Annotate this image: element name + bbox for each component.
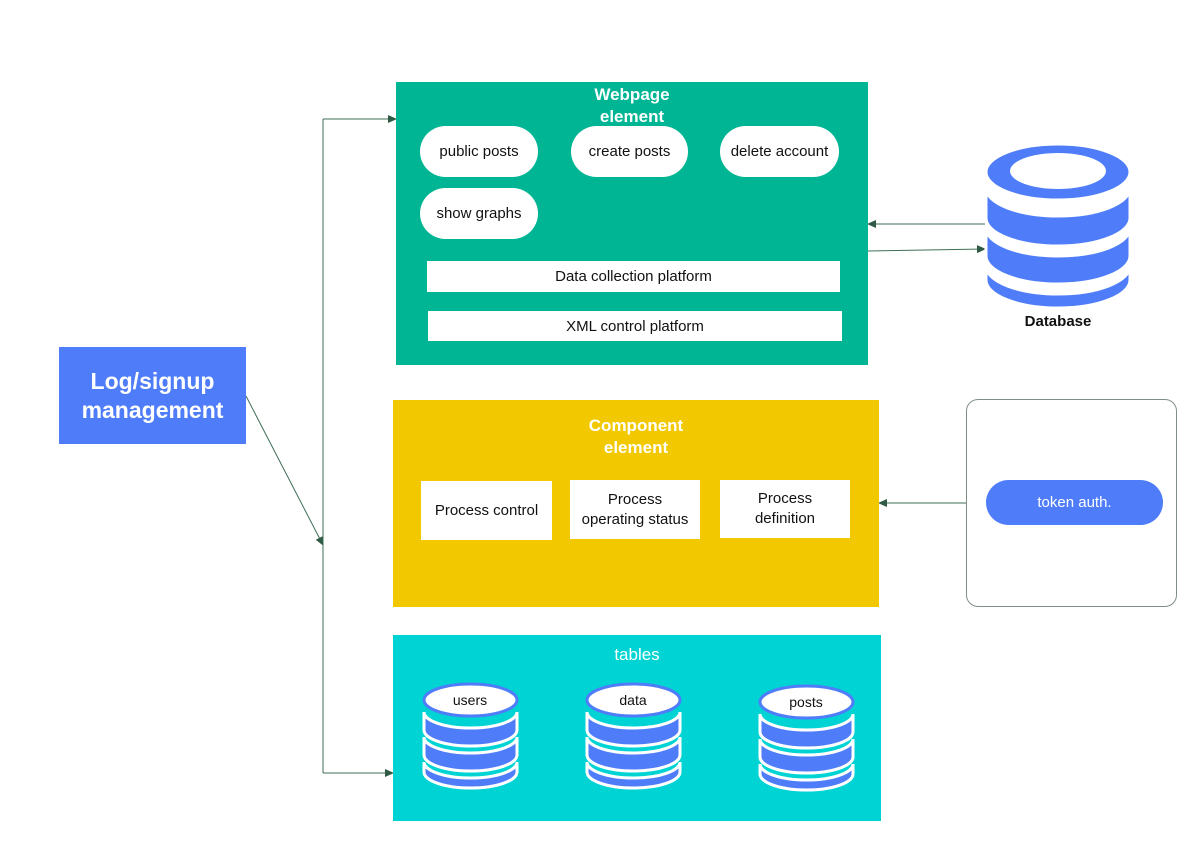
process-definition-card: Process definition (720, 480, 850, 538)
tables-title: tables (614, 645, 660, 664)
webpage-element-title: Webpage element (594, 85, 670, 126)
data-table-label: data (619, 692, 647, 708)
database-label: Database (1024, 313, 1092, 330)
component-element-panel: Component element Process control Proces… (393, 400, 879, 607)
webpage-element-panel: Webpage element public posts create post… (396, 82, 868, 365)
webpage-to-database-arrow (867, 245, 986, 254)
data-table-icon (585, 682, 682, 790)
posts-table-icon (758, 684, 855, 792)
component-element-title: Component element (588, 416, 684, 457)
public-posts-button[interactable]: public posts (420, 126, 538, 177)
login-to-bus-line (245, 395, 324, 546)
create-posts-button[interactable]: create posts (571, 126, 688, 177)
posts-table-label: posts (789, 694, 823, 710)
users-table-icon (422, 682, 519, 790)
delete-account-button[interactable]: delete account (720, 126, 839, 177)
xml-control-platform-bar: XML control platform (428, 311, 842, 341)
process-operating-status-card: Process operating status (570, 480, 700, 539)
data-collection-platform-bar: Data collection platform (427, 261, 840, 292)
token-auth-button[interactable]: token auth. (986, 480, 1163, 525)
show-graphs-button[interactable]: show graphs (420, 188, 538, 239)
users-table-label: users (452, 692, 488, 708)
database-icon (984, 142, 1132, 310)
process-control-card: Process control (421, 481, 552, 540)
login-signup-box[interactable]: Log/signup management (59, 347, 246, 444)
login-signup-label: Log/signup management (81, 367, 224, 423)
